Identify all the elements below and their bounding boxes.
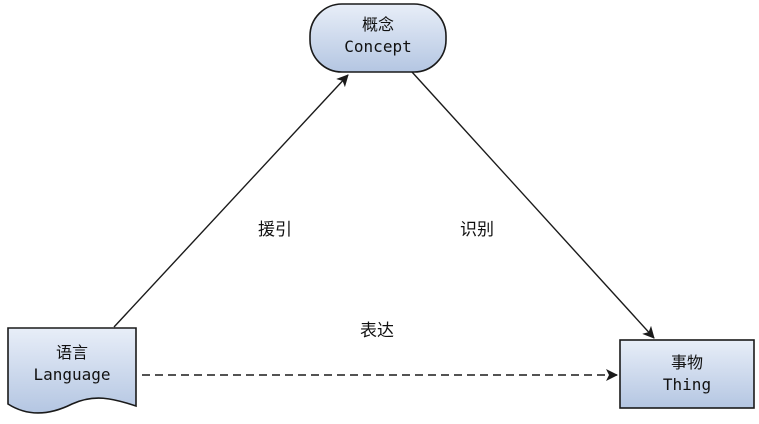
thing-node	[619, 339, 755, 409]
language-node-label: 语言 Language	[8, 342, 136, 386]
edge-refer-line	[113, 74, 349, 328]
concept-node	[309, 3, 447, 73]
edge-refer-label: 援引	[258, 220, 292, 240]
edge-identify-label: 识别	[460, 220, 494, 240]
language-node	[7, 327, 137, 414]
concept-node-label: 概念 Concept	[310, 14, 446, 58]
concept-subtitle: Concept	[344, 37, 412, 56]
concept-title: 概念	[361, 15, 394, 34]
thing-title: 事物	[670, 353, 703, 372]
language-subtitle: Language	[33, 365, 111, 384]
edge-identify-line	[411, 71, 655, 339]
thing-subtitle: Thing	[662, 375, 712, 394]
language-title: 语言	[55, 343, 88, 362]
thing-node-label: 事物 Thing	[620, 352, 754, 396]
edge-express-label: 表达	[360, 321, 394, 341]
